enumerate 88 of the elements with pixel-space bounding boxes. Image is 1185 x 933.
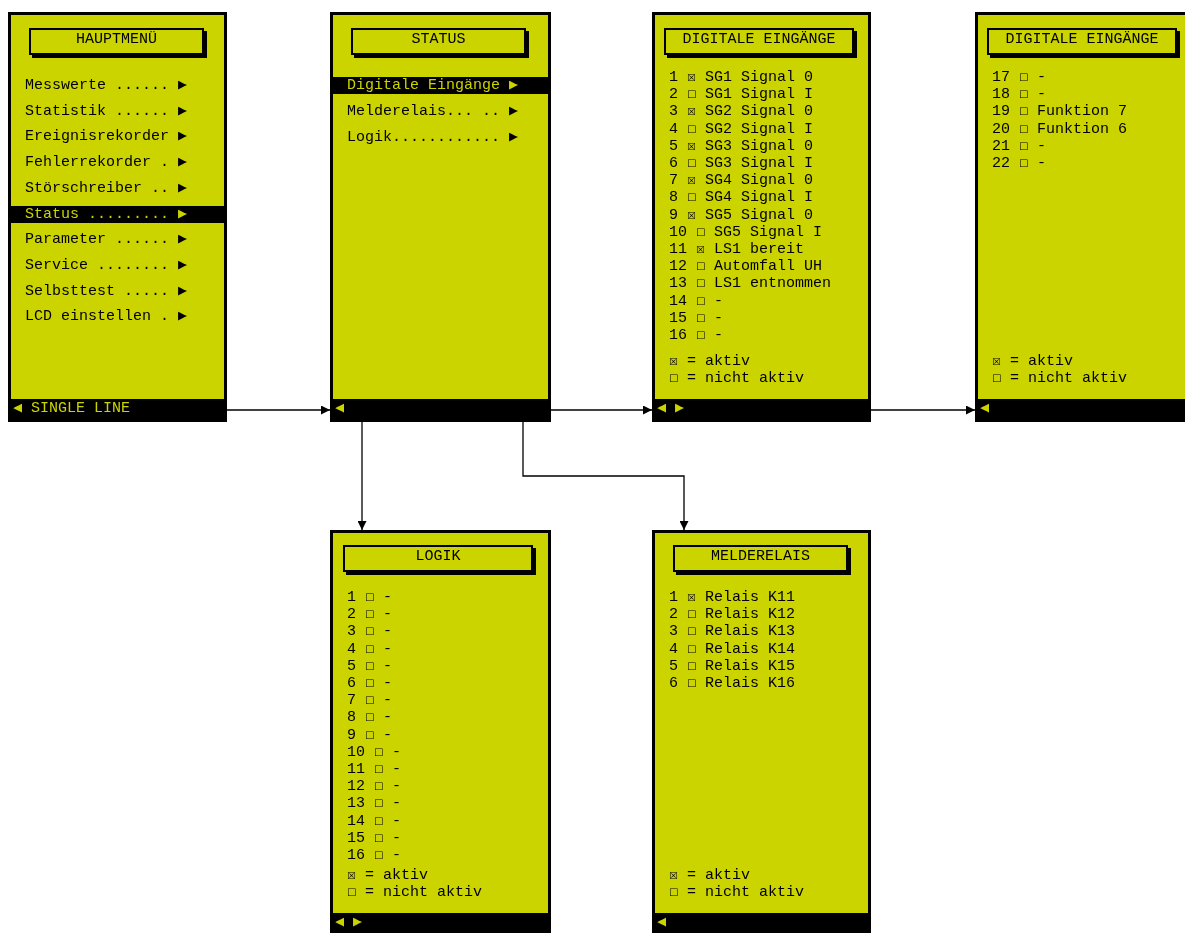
screen-line: 20 ☐ Funktion 6 (992, 120, 1128, 138)
screen-line: 17 ☐ - (992, 69, 1047, 86)
screen-line: Statistik ...... ▶ (25, 102, 188, 120)
screen-line: 16 ☐ - (347, 847, 402, 864)
selected-menu-item: Digitale Eingänge ▶ (333, 77, 548, 94)
screen-line: Selbsttest ..... ▶ (25, 282, 188, 300)
screen-line: 7 ☒ SG4 Signal 0 (669, 172, 814, 190)
status-bar: ◀ (655, 913, 868, 933)
lcd-screen (8, 12, 227, 422)
screen-line: 3 ☐ - (347, 623, 393, 641)
status-bar: ◀ ▶ (333, 913, 548, 933)
screen-line: Logik............ ▶ (347, 129, 519, 146)
arrow (522, 421, 689, 531)
status-bar: ◀ ▶ (655, 399, 868, 419)
screen-line: Service ........ ▶ (25, 256, 188, 274)
screen-line: 13 ☐ LS1 entnommen (669, 275, 832, 293)
screen-line: 9 ☒ SG5 Signal 0 (669, 206, 814, 224)
legend-text: ☐ = nicht aktiv (347, 883, 483, 901)
arrow (357, 421, 367, 531)
screen-line: 10 ☐ SG5 Signal I (669, 223, 823, 241)
screen-title: MELDERELAIS (673, 545, 848, 572)
screen-line: 12 ☐ Automfall UH (669, 258, 823, 276)
screen-line: 18 ☐ - (992, 86, 1047, 104)
screen-line: 14 ☐ - (669, 292, 724, 310)
arrow (870, 405, 976, 415)
screen-line: 12 ☐ - (347, 778, 402, 796)
arrow (550, 405, 653, 415)
screen-line: 7 ☐ - (347, 692, 393, 710)
legend-text: ☐ = nicht aktiv (992, 369, 1128, 387)
screen-title: DIGITALE EINGÄNGE (987, 28, 1177, 55)
screen-line: 4 ☐ SG2 Signal I (669, 120, 814, 138)
screen-title: HAUPTMENÜ (29, 28, 204, 55)
screen-line: Störschreiber .. ▶ (25, 179, 188, 197)
screen-line: 5 ☒ SG3 Signal 0 (669, 137, 814, 155)
legend-text: ☒ = aktiv (669, 866, 751, 884)
screen-line: Melderelais... .. ▶ (347, 103, 519, 120)
legend-text: ☒ = aktiv (669, 352, 751, 370)
screen-line: 2 ☐ - (347, 606, 393, 624)
screen-line: 6 ☐ SG3 Signal I (669, 155, 814, 172)
lcd-screen (330, 12, 551, 422)
selected-menu-item: Status ......... ▶ (11, 205, 224, 223)
screen-line: 14 ☐ - (347, 812, 402, 830)
screen-line: 11 ☐ - (347, 761, 402, 778)
legend-text: ☒ = aktiv (347, 866, 429, 884)
screen-line: 9 ☐ - (347, 726, 393, 744)
screen-line: Ereignisrekorder ▶ (25, 128, 188, 146)
screen-line: 1 ☐ - (347, 589, 393, 606)
lcd-screen (975, 12, 1185, 422)
screen-line: 19 ☐ Funktion 7 (992, 103, 1128, 121)
lcd-screen (652, 530, 871, 933)
screen-title: STATUS (351, 28, 526, 55)
screen-line: 3 ☐ Relais K13 (669, 623, 796, 641)
screen-line: 4 ☐ - (347, 640, 393, 658)
screen-title: LOGIK (343, 545, 533, 572)
screen-line: 15 ☐ - (669, 309, 724, 327)
status-bar: ◀ (333, 399, 548, 419)
screen-line: 2 ☐ SG1 Signal I (669, 86, 814, 104)
screen-line: 1 ☒ SG1 Signal 0 (669, 69, 814, 86)
screen-line: 8 ☐ - (347, 709, 393, 727)
screen-line: 4 ☐ Relais K14 (669, 640, 796, 658)
legend-text: ☐ = nicht aktiv (669, 369, 805, 387)
legend-text: ☐ = nicht aktiv (669, 883, 805, 901)
screen-line: 11 ☒ LS1 bereit (669, 241, 805, 258)
screen-line: 6 ☐ - (347, 675, 393, 692)
screen-line: 3 ☒ SG2 Signal 0 (669, 103, 814, 121)
screen-line: 10 ☐ - (347, 743, 402, 761)
screen-line: 15 ☐ - (347, 829, 402, 847)
screen-line: 6 ☐ Relais K16 (669, 675, 796, 692)
screen-line: 22 ☐ - (992, 155, 1047, 172)
screen-line: 13 ☐ - (347, 795, 402, 813)
screen-line: 2 ☐ Relais K12 (669, 606, 796, 624)
screen-title: DIGITALE EINGÄNGE (664, 28, 854, 55)
screen-line: LCD einstellen . ▶ (25, 308, 188, 326)
arrow (226, 405, 331, 415)
screen-line: 16 ☐ - (669, 327, 724, 344)
screen-line: Messwerte ...... ▶ (25, 77, 188, 94)
screen-line: 1 ☒ Relais K11 (669, 589, 796, 606)
screen-line: 5 ☐ Relais K15 (669, 657, 796, 675)
screen-line: 21 ☐ - (992, 137, 1047, 155)
screen-line: Fehlerrekorder . ▶ (25, 154, 188, 172)
screen-line: 5 ☐ - (347, 657, 393, 675)
lcd-screen (330, 530, 551, 933)
screen-line: 8 ☐ SG4 Signal I (669, 189, 814, 207)
lcd-screen (652, 12, 871, 422)
legend-text: ☒ = aktiv (992, 352, 1074, 370)
status-bar: ◀ SINGLE LINE (11, 399, 224, 419)
status-bar: ◀ (978, 399, 1185, 419)
screen-line: Parameter ...... ▶ (25, 231, 188, 249)
